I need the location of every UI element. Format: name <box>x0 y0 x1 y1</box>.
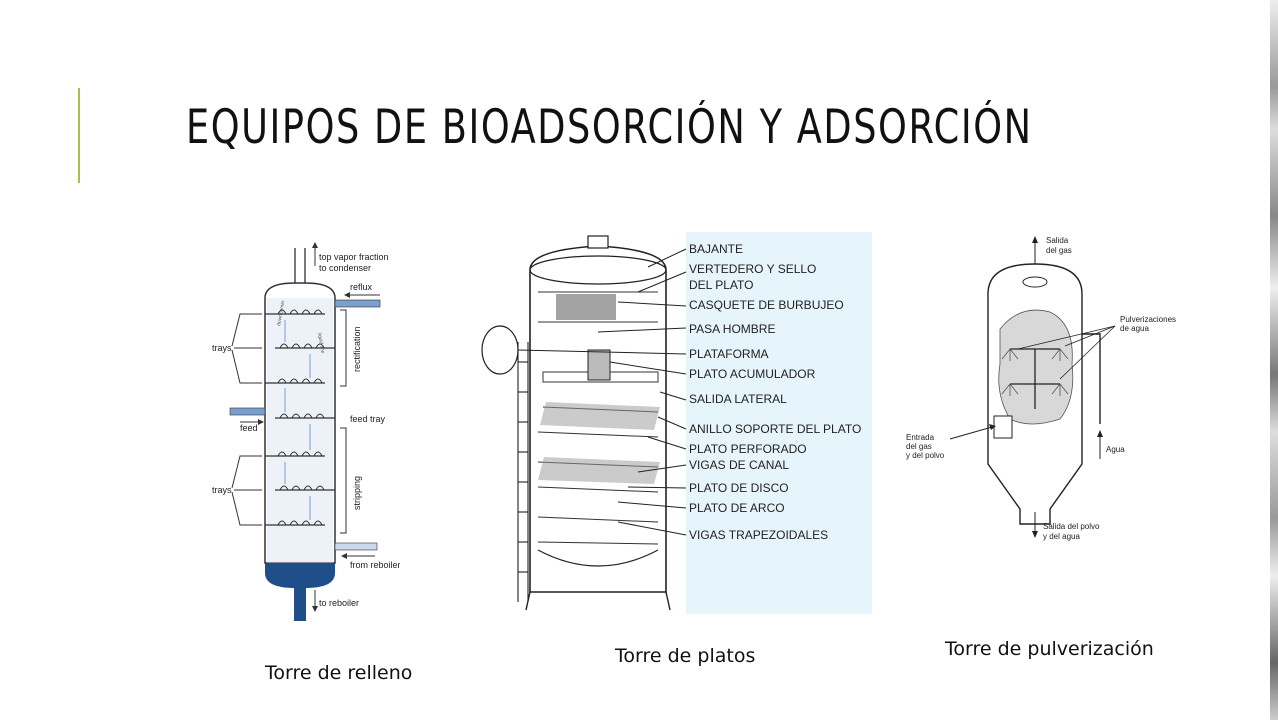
stripping-bracket <box>340 427 347 534</box>
label-downcomer: downcomer <box>276 300 286 327</box>
label-pasa-hombre: PASA HOMBRE <box>689 322 775 336</box>
top-nozzle <box>587 235 609 249</box>
label-plataforma: PLATAFORMA <box>689 347 769 361</box>
feed-arrow-icon <box>240 419 264 425</box>
reflux-arrow-icon <box>344 292 380 298</box>
label-casquete: CASQUETE DE BURBUJEO <box>689 298 844 312</box>
label-vertedero: VERTEDERO Y SELLO <box>689 262 816 276</box>
label-inlet-2: del gas <box>906 442 932 451</box>
top-head <box>529 255 667 285</box>
bottom-liquid <box>265 563 335 588</box>
spray-zone <box>998 309 1074 425</box>
trays-upper-callout <box>231 313 262 384</box>
label-to-condenser: to condenser <box>319 263 371 273</box>
label-plato-disco: PLATO DE DISCO <box>689 481 789 495</box>
flow-arrows <box>284 320 311 520</box>
water-arrow-icon <box>1097 430 1103 459</box>
tray-tower-diagram: BAJANTE VERTEDERO Y SELLO DEL PLATO CASQ… <box>481 232 872 614</box>
to-reboiler-arrow-icon <box>312 590 318 612</box>
label-feed: feed <box>240 423 258 433</box>
label-anillo-soporte: ANILLO SOPORTE DEL PLATO <box>689 422 861 436</box>
label-sprays-1: Pulverizaciones <box>1120 315 1176 324</box>
label-water: Agua <box>1106 445 1125 454</box>
water-pipe <box>1082 333 1101 424</box>
label-vigas-trapezoidales: VIGAS TRAPEZOIDALES <box>689 528 828 542</box>
packed-tower-diagram: top vapor fraction to condenser to reboi… <box>212 242 400 621</box>
label-trays-upper: trays <box>212 343 232 353</box>
label-to-reboiler: to reboiler <box>319 598 359 608</box>
label-salida-lateral: SALIDA LATERAL <box>689 392 787 406</box>
bubble-cap-array <box>556 294 616 320</box>
label-gas-out-2: del gas <box>1046 246 1072 255</box>
liquid-dots <box>267 298 333 563</box>
label-liquid-line: liquid line <box>316 332 326 354</box>
caption-packed-tower: Torre de relleno <box>265 662 413 684</box>
from-reboiler-arrow-icon <box>341 553 375 559</box>
label-plato-perforado: PLATO PERFORADO <box>689 442 807 456</box>
label-reflux: reflux <box>350 282 373 292</box>
bottom-pipe <box>294 588 306 621</box>
accent-bar <box>78 88 80 183</box>
slide-title: EQUIPOS DE BIOADSORCIÓN Y ADSORCIÓN <box>186 100 1033 155</box>
reboiler-return-pipe <box>334 542 378 551</box>
label-stripping: stripping <box>352 476 362 510</box>
column-shell <box>264 282 336 564</box>
label-outlet-2: y del agua <box>1043 532 1080 541</box>
top-vapor-arrow-icon <box>312 242 318 266</box>
trays <box>265 313 335 526</box>
feed-pipe <box>229 407 266 416</box>
label-inlet-3: y del polvo <box>906 451 945 460</box>
edge-strip <box>1270 0 1278 720</box>
perforated-plates <box>538 402 660 484</box>
tray-tower-labels: BAJANTE VERTEDERO Y SELLO DEL PLATO CASQ… <box>689 242 861 542</box>
top-vapor-pipe <box>294 248 306 283</box>
skirt <box>525 591 671 611</box>
label-vigas-canal: VIGAS DE CANAL <box>689 458 789 472</box>
label-feed-tray: feed tray <box>350 414 386 424</box>
accumulator <box>587 349 611 381</box>
label-plato-acumulador: PLATO ACUMULADOR <box>689 367 816 381</box>
platform <box>481 325 519 375</box>
leader-lines <box>517 248 687 536</box>
label-gas-out-1: Salida <box>1046 236 1069 245</box>
label-trays-lower: trays <box>212 485 232 495</box>
spray-tower-diagram: Salida del gas Agua Pulverizaciones de a… <box>906 236 1176 541</box>
ladder <box>517 342 529 602</box>
gas-inlet-arrow-icon <box>949 424 996 440</box>
label-plato-arco: PLATO DE ARCO <box>689 501 785 515</box>
outlet-nozzle <box>1022 276 1048 288</box>
gas-inlet <box>993 415 1013 439</box>
reflux-pipe <box>334 299 381 308</box>
label-sprays-2: de agua <box>1120 324 1149 333</box>
label-rectification: rectification <box>352 326 362 372</box>
bubble-caps <box>277 309 325 526</box>
label-inlet-1: Entrada <box>906 433 935 442</box>
label-bajante: BAJANTE <box>689 242 743 256</box>
label-from-reboiler: from reboiler <box>350 560 400 570</box>
spray-nozzles <box>1001 348 1069 396</box>
bottom-outlet-arrow-icon <box>1032 512 1038 538</box>
sprays-callout <box>1017 325 1116 380</box>
caption-tray-tower: Torre de platos <box>615 645 756 667</box>
label-outlet-1: Salida del polvo <box>1043 522 1100 531</box>
label-panel <box>686 232 872 614</box>
rectification-bracket <box>340 309 347 387</box>
label-top-vapor: top vapor fraction <box>319 252 389 262</box>
bottom-head <box>537 549 659 567</box>
label-del-plato: DEL PLATO <box>689 278 753 292</box>
caption-spray-tower: Torre de pulverización <box>945 638 1154 660</box>
trays-lower-callout <box>231 455 262 526</box>
